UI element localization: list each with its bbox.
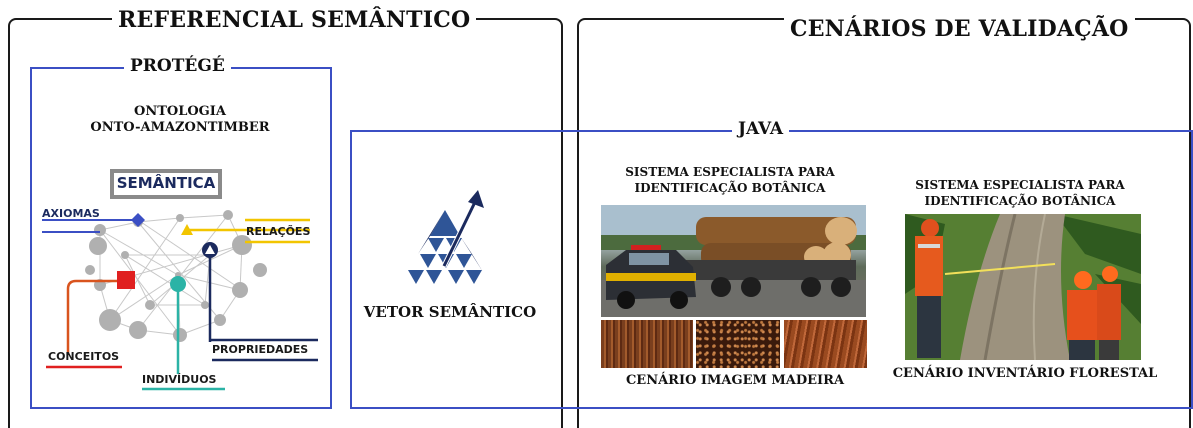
system-title-wood-line2: IDENTIFICAÇÃO BOTÂNICA xyxy=(634,181,826,195)
forest-inventory-photo xyxy=(905,214,1141,360)
referencial-semantico-title: REFERENCIAL SEMÂNTICO xyxy=(112,9,477,31)
conceitos-marker xyxy=(117,271,135,289)
ontology-network-graph xyxy=(42,210,318,391)
semantica-label: SEMÂNTICA xyxy=(116,174,216,192)
truck-photo-drawing xyxy=(601,205,866,317)
individuos-marker xyxy=(170,276,186,292)
conceitos-label: CONCEITOS xyxy=(48,350,120,363)
network-nodes xyxy=(85,210,267,342)
individuos-label: INDIVÍDUOS xyxy=(142,373,217,386)
vetor-semantico-logo-icon xyxy=(408,190,484,284)
wood-texture-3 xyxy=(784,320,867,368)
semantica-box xyxy=(110,169,222,199)
conceitos-connector xyxy=(66,279,125,355)
relacoes-label: RELAÇÕES xyxy=(246,225,311,238)
wood-texture-2 xyxy=(696,320,780,368)
propriedades-marker-inner xyxy=(205,245,215,254)
ontology-title-line2: ONTO-AMAZONTIMBER xyxy=(90,120,270,135)
axiomas-label: AXIOMAS xyxy=(42,207,100,220)
system-title-forest-line1: SISTEMA ESPECIALISTA PARA xyxy=(915,178,1125,192)
cenarios-validacao-title: CENÁRIOS DE VALIDAÇÃO xyxy=(784,18,1135,40)
caption-wood: CENÁRIO IMAGEM MADEIRA xyxy=(625,373,845,388)
vetor-semantico-label: VETOR SEMÂNTICO xyxy=(363,303,537,321)
java-title: JAVA xyxy=(732,121,790,138)
ontology-title-line1: ONTOLOGIA xyxy=(134,104,226,119)
propriedades-label: PROPRIEDADES xyxy=(212,343,309,356)
caption-forest: CENÁRIO INVENTÁRIO FLORESTAL xyxy=(892,366,1158,381)
axiomas-marker xyxy=(131,213,145,227)
truck-photo xyxy=(601,205,866,317)
system-title-wood-line1: SISTEMA ESPECIALISTA PARA xyxy=(625,165,835,179)
relacoes-marker xyxy=(181,224,193,235)
wood-texture-1 xyxy=(601,320,693,368)
forest-photo-drawing xyxy=(905,214,1141,360)
protege-title: PROTÉGÉ xyxy=(124,58,231,75)
system-title-forest-line2: IDENTIFICAÇÃO BOTÂNICA xyxy=(924,194,1116,208)
